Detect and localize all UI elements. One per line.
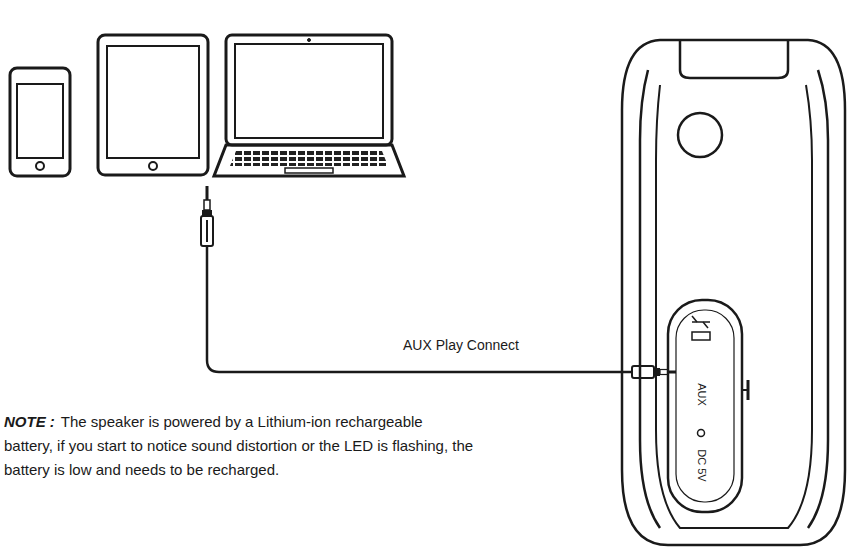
note-heading: NOTE : [4,413,55,430]
port-label: DC 5V [696,449,707,481]
connection-label: AUX Play Connect [400,337,522,353]
laptop-icon [214,35,404,176]
note-block: NOTE :The speaker is powered by a Lithiu… [4,410,474,482]
speaker-housing [622,40,845,545]
tablet-icon [98,35,208,175]
note-text: The speaker is powered by a Lithium-ion … [4,413,473,478]
port-label: AUX [696,383,707,406]
phone-icon [10,68,70,176]
power-button [678,113,722,157]
usb-icon [692,316,710,340]
port-cover [668,300,742,512]
aux-cable [201,186,676,378]
led-indicator [698,430,705,437]
